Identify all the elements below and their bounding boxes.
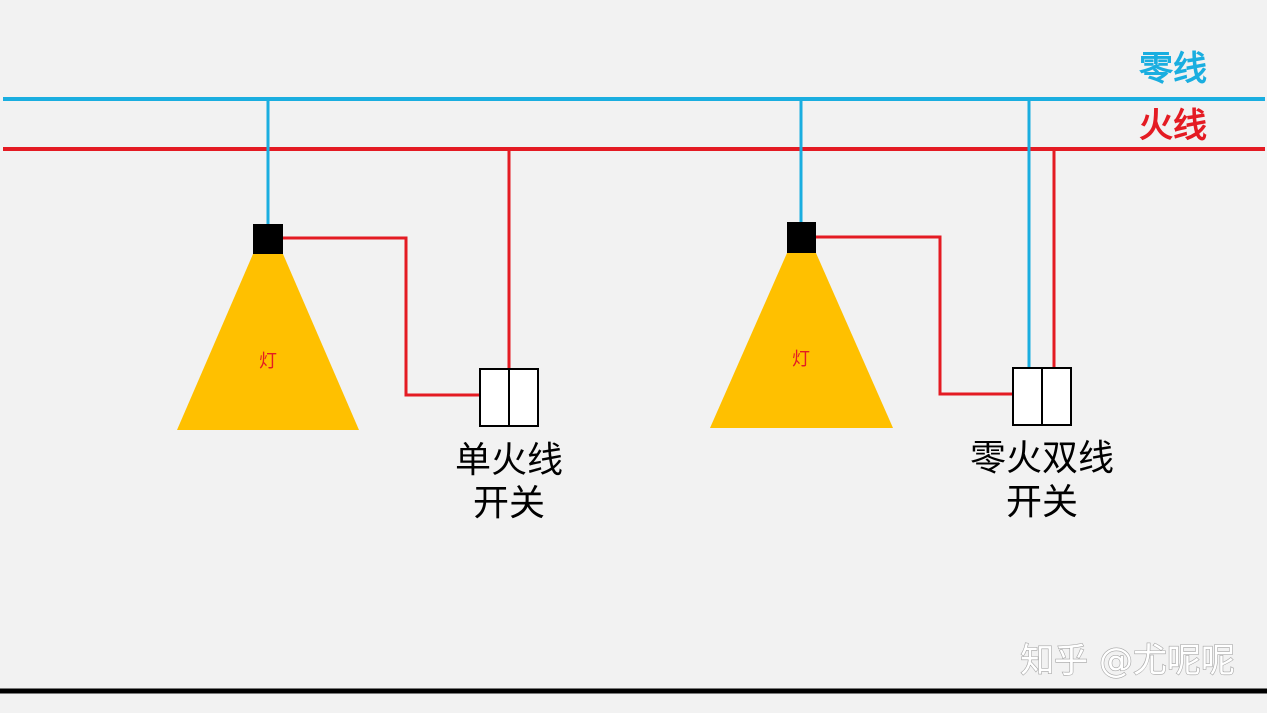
right-lamp-body [710,253,893,428]
watermark: 知乎 @尤呢呢 [1020,641,1235,681]
live-wire-label: 火线 [1139,106,1207,146]
left-lamp-cap [253,224,283,254]
single-live-switch-label-line1: 单火线 [455,440,563,481]
dual-wire-switch [1012,367,1072,426]
neutral-wire-label: 零线 [1139,49,1207,89]
dual-wire-switch-label-line1: 零火双线 [970,438,1114,479]
single-live-switch-label-line2: 开关 [473,483,545,524]
right-lamp-label: 灯 [792,349,810,370]
left-lamp-label: 灯 [259,351,277,372]
left-circuit: 灯 单火线 开关 [177,99,563,524]
dual-wire-switch-label-line2: 开关 [1006,482,1078,523]
left-lamp-to-switch-wire [283,236,480,397]
single-live-switch [479,368,539,427]
right-lamp-cap [787,222,816,253]
right-lamp-to-switch-wire [816,235,1013,396]
left-lamp-body [177,254,359,430]
right-circuit: 灯 零火双线 开关 [710,99,1114,523]
